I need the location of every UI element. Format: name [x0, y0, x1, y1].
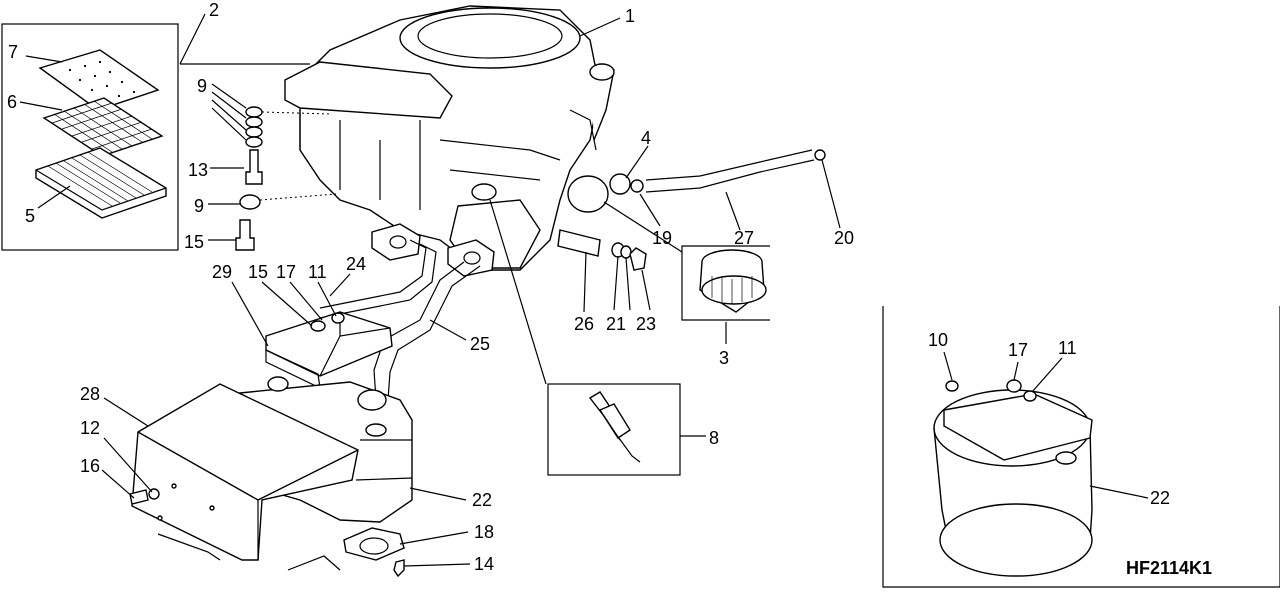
callout-16: 16	[80, 456, 100, 476]
oil-filter-detail-box	[681, 245, 770, 321]
callout-5: 5	[25, 206, 35, 226]
engine	[284, 5, 615, 271]
callout-1: 1	[625, 6, 635, 26]
callout-25: 25	[470, 334, 490, 354]
callout-12: 12	[80, 418, 100, 438]
callout-23: 23	[636, 314, 656, 334]
callout-18: 18	[474, 522, 494, 542]
callout-11-main: 11	[308, 262, 327, 282]
callout-17-alt: 17	[1008, 340, 1028, 360]
callout-20: 20	[834, 228, 854, 248]
callout-19: 19	[652, 228, 672, 248]
callout-22-main: 22	[472, 490, 492, 510]
air-filter-detail-box	[1, 23, 179, 251]
heat-shield	[131, 383, 359, 571]
nut-9	[239, 194, 261, 210]
callout-9-nut: 9	[194, 196, 204, 216]
callout-9-top: 9	[197, 76, 207, 96]
callout-26: 26	[574, 314, 594, 334]
callout-28: 28	[80, 384, 100, 404]
drawing-code: HF2114K1	[1126, 558, 1212, 578]
callout-15-bracket: 15	[248, 262, 268, 282]
callout-10: 10	[928, 330, 948, 350]
bolt-13	[245, 149, 263, 185]
muffler-alt-detail-box	[882, 306, 1280, 588]
air-filter-screen	[42, 97, 164, 157]
callout-labels: 1 2 3 4 5 6 7 8 9 9 10 11 11 12 13 14 15…	[7, 0, 1212, 578]
callout-11-alt: 11	[1058, 338, 1077, 358]
muffler-gasket	[343, 527, 405, 561]
callout-6: 6	[7, 92, 17, 112]
oil-filter	[699, 249, 767, 313]
callout-17-main: 17	[276, 262, 296, 282]
callout-2: 2	[209, 0, 219, 20]
spark-plug	[588, 391, 641, 463]
muffler-bracket	[265, 311, 393, 390]
callout-14: 14	[474, 554, 494, 574]
exhaust-pipes	[319, 223, 495, 401]
callout-22-alt: 22	[1150, 488, 1170, 508]
callout-3: 3	[719, 348, 729, 368]
callout-4: 4	[641, 128, 651, 148]
screw-14	[393, 559, 405, 578]
callout-7: 7	[8, 42, 18, 62]
spark-plug-detail-box	[547, 383, 681, 476]
air-filter-prefilter	[38, 49, 160, 111]
callout-13: 13	[188, 160, 208, 180]
washers-9	[245, 106, 263, 148]
bolt-16	[129, 489, 149, 505]
callout-8: 8	[709, 428, 719, 448]
callout-15-left: 15	[184, 232, 204, 252]
callout-24: 24	[346, 254, 366, 274]
oil-drain-fitting	[557, 229, 647, 271]
air-filter-element	[35, 147, 167, 219]
callout-29: 29	[212, 262, 232, 282]
callout-21: 21	[606, 314, 626, 334]
callout-27: 27	[734, 228, 754, 248]
drain-hose	[645, 149, 813, 181]
bolt-15	[235, 219, 255, 251]
leader-lines	[19, 13, 1149, 567]
alt-muffler	[933, 379, 1093, 577]
